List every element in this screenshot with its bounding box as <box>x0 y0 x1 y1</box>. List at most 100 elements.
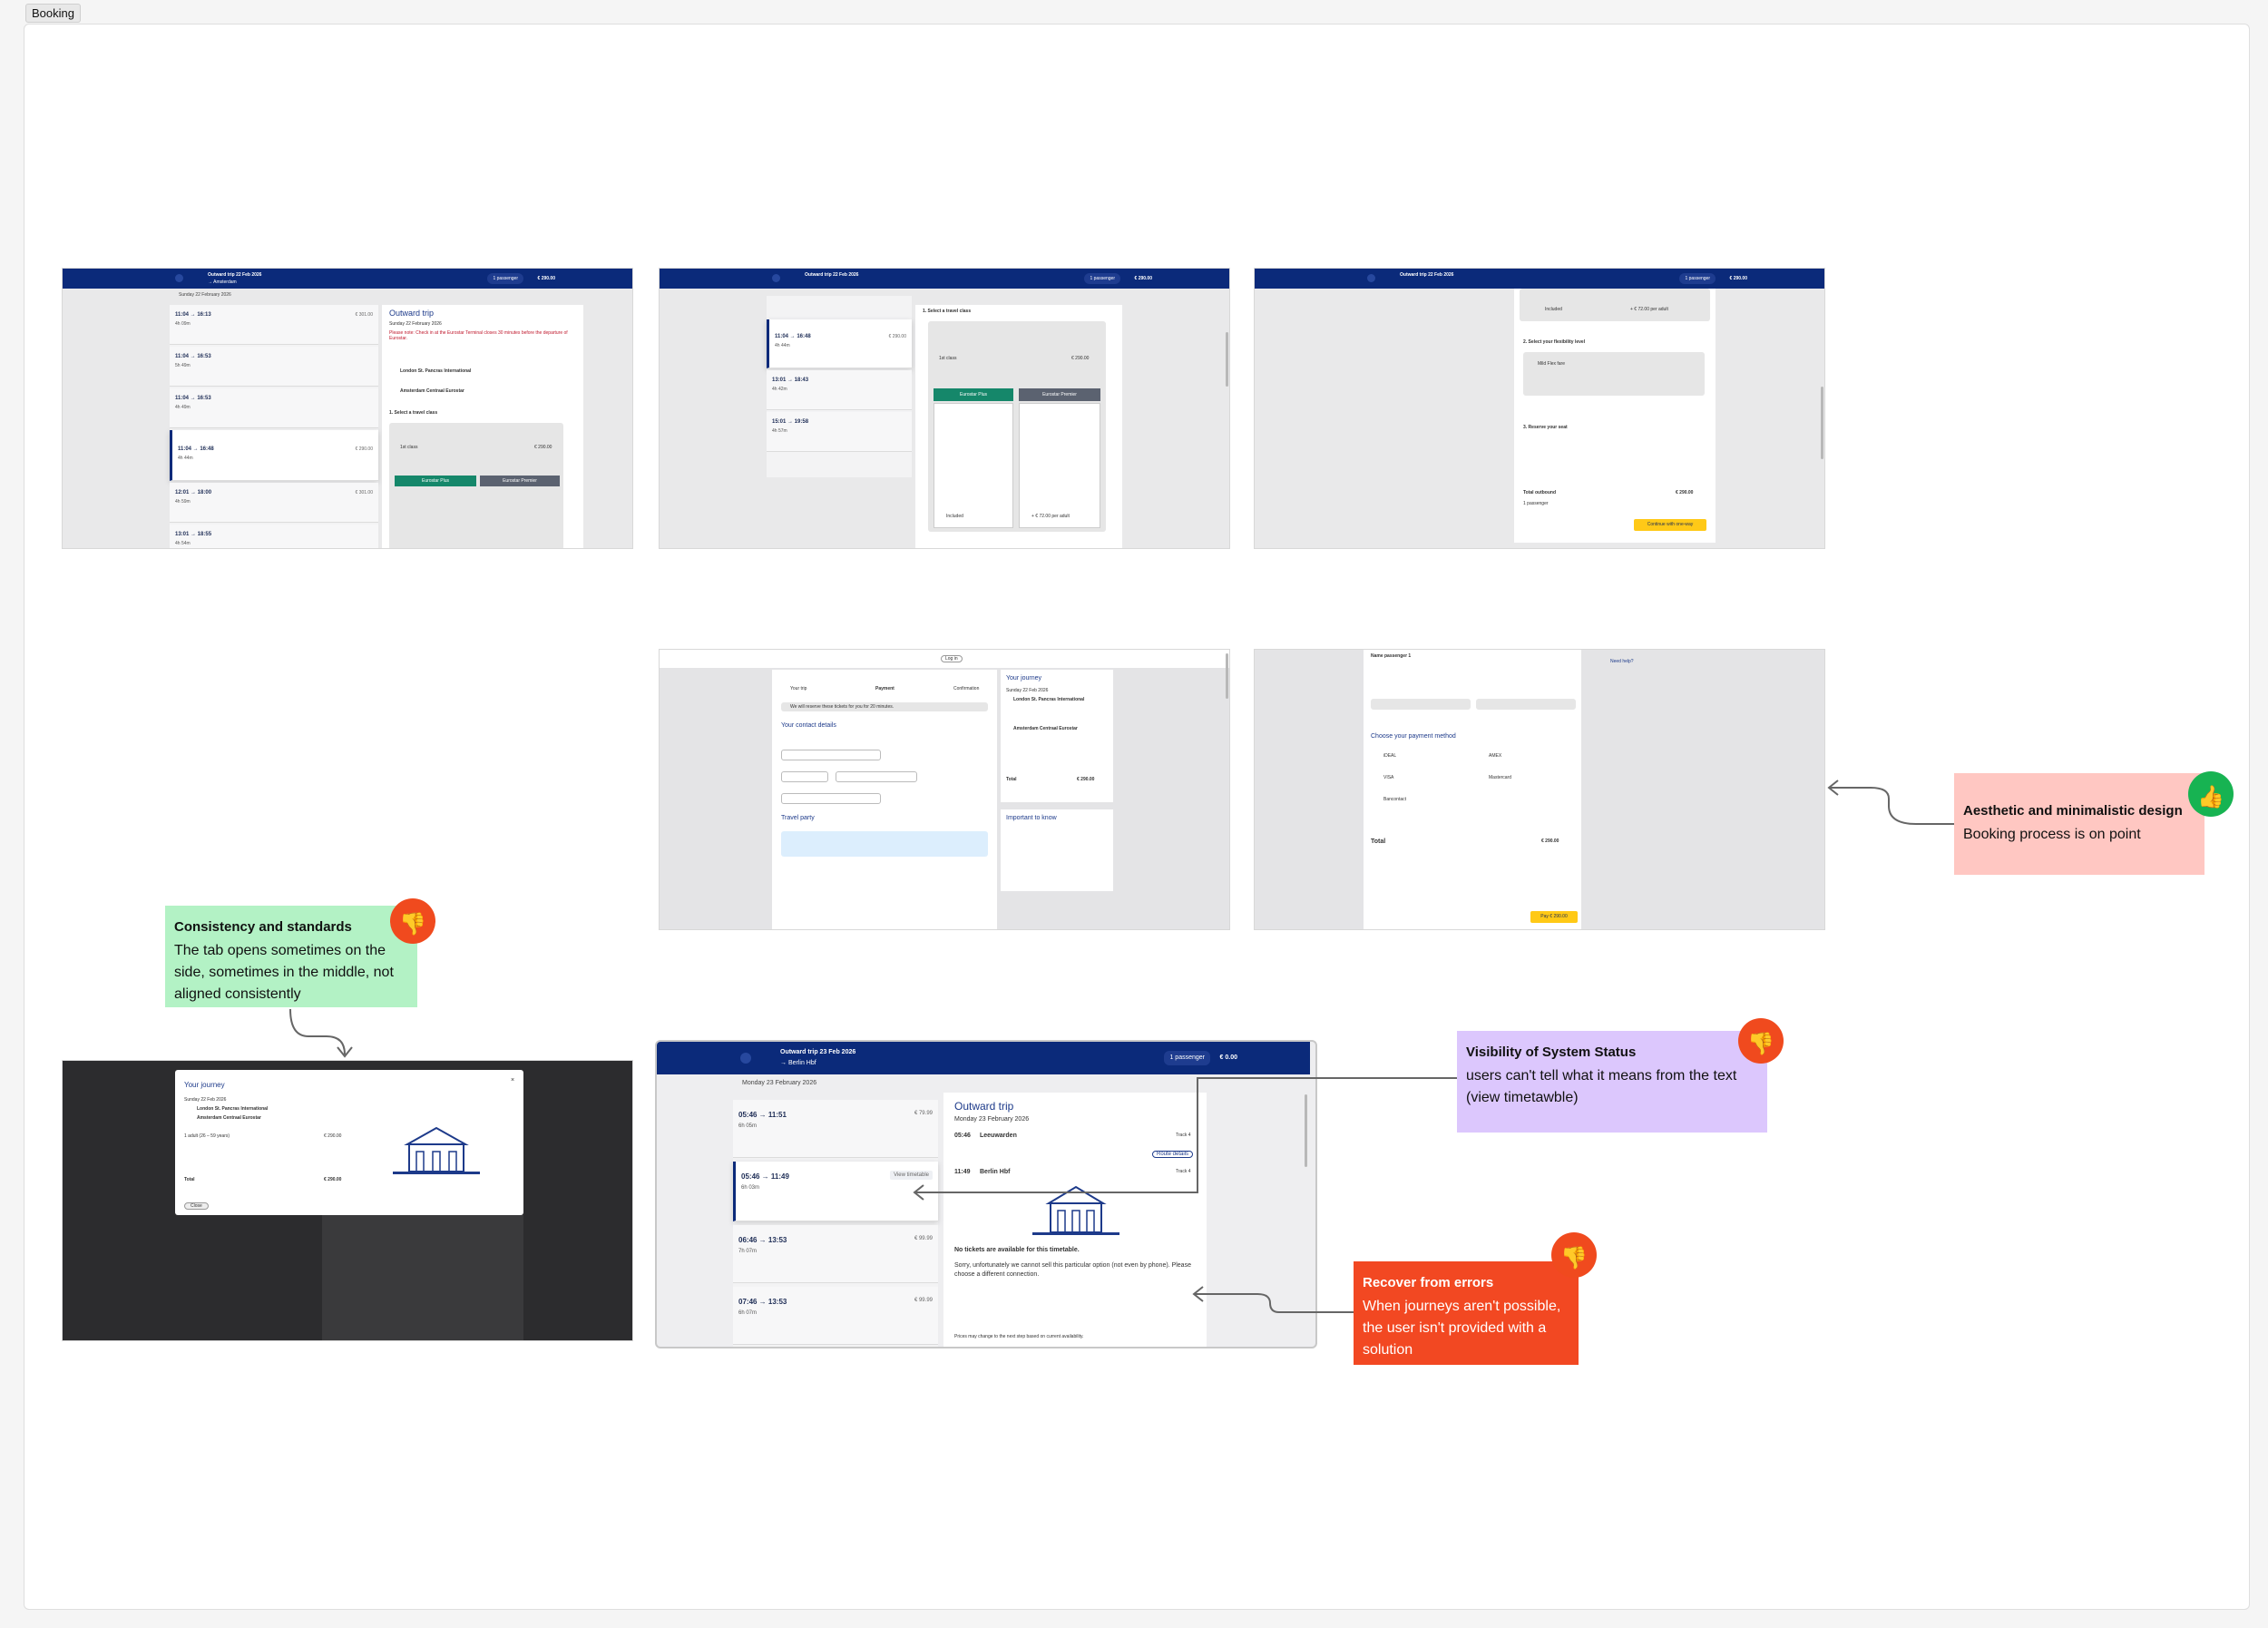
eurostar-plus-tab[interactable]: Eurostar Plus <box>395 476 476 486</box>
note-visibility-status[interactable]: Visibility of System Status users can't … <box>1457 1031 1767 1133</box>
journey-summary: Your journey Sunday 22 Feb 2026 London S… <box>1001 670 1113 802</box>
close-button[interactable]: Close <box>184 1202 209 1210</box>
last-name-input[interactable] <box>1476 699 1576 710</box>
email-input[interactable] <box>781 793 881 804</box>
thumbs-down-icon: 👎 <box>390 898 435 944</box>
back-icon[interactable] <box>772 274 780 282</box>
travel-party-title: Travel party <box>781 815 815 821</box>
reserve-banner <box>781 702 988 711</box>
to-station: Amsterdam Centraal Eurostar <box>197 1115 261 1121</box>
trip-detail-panel: Outward trip Monday 23 February 2026 05:… <box>943 1093 1207 1347</box>
departure-time: 05:46 <box>954 1133 971 1139</box>
note-title: Aesthetic and minimalistic design <box>1963 803 2183 819</box>
premier-card[interactable] <box>1019 403 1100 528</box>
adult-label: 1 adult (26 – 59 years) <box>184 1133 230 1139</box>
last-name-input[interactable] <box>836 771 917 782</box>
header-title: Outward trip 23 Feb 2026 <box>780 1049 856 1055</box>
scrollbar[interactable] <box>1226 653 1228 699</box>
section-title: 1. Select a travel class <box>389 410 438 416</box>
included-label: Included <box>946 514 963 519</box>
total-value: € 290.00 <box>1077 777 1095 782</box>
view-timetable-button[interactable]: View timetable <box>890 1171 933 1180</box>
passengers-pill[interactable]: 1 passenger <box>1084 273 1120 284</box>
modal-total-value: € 290.00 <box>324 1177 342 1182</box>
prefix-input[interactable] <box>781 771 828 782</box>
date-label: Sunday 22 February 2026 <box>179 292 231 298</box>
note-recover-errors[interactable]: Recover from errors When journeys aren't… <box>1354 1261 1579 1365</box>
first-name-input[interactable] <box>781 750 881 760</box>
header-price: € 290.00 <box>537 276 555 281</box>
back-icon[interactable] <box>175 274 183 282</box>
screenshot-contact-details: Log in Your trip Payment Confirmation We… <box>659 649 1230 930</box>
class-box <box>1520 289 1710 321</box>
class-option[interactable]: 1st class <box>400 445 418 450</box>
payment-amex[interactable]: AMEX <box>1489 753 1502 759</box>
login-button[interactable]: Log in <box>941 655 963 662</box>
plus-card[interactable] <box>934 403 1013 528</box>
departure-station: Leeuwarden <box>980 1133 1017 1139</box>
payment-mastercard[interactable]: Mastercard <box>1489 775 1512 780</box>
scrollbar[interactable] <box>1305 1094 1307 1167</box>
included-label: Included <box>1545 307 1562 312</box>
passengers-pill[interactable]: 1 passenger <box>1164 1051 1210 1065</box>
payment-ideal[interactable]: iDEAL <box>1383 753 1397 759</box>
header-subtitle: → Berlin Hbf <box>780 1060 816 1066</box>
app-header: Outward trip 22 Feb 2026 1 passenger € 2… <box>660 269 1229 289</box>
screenshot-class-options: Outward trip 22 Feb 2026 1 passenger € 2… <box>659 268 1230 549</box>
important-title: Important to know <box>1006 815 1057 821</box>
pay-button[interactable]: Pay € 290.00 <box>1530 911 1578 923</box>
passengers-pill[interactable]: 1 passenger <box>487 273 523 284</box>
payment-bancontact[interactable]: Bancontact <box>1383 797 1407 802</box>
reserve-text: We will reserve these tickets for you fo… <box>790 704 894 710</box>
first-name-input[interactable] <box>1371 699 1471 710</box>
flex-box[interactable] <box>1523 352 1705 396</box>
header-title: Outward trip 22 Feb 2026 <box>805 272 859 278</box>
continue-button[interactable]: Continue with one-way <box>1634 519 1706 531</box>
eurostar-plus-tab[interactable]: Eurostar Plus <box>934 388 1013 401</box>
from-station: London St. Pancras International <box>197 1106 269 1112</box>
need-help-label: Need help? <box>1610 659 1634 664</box>
date-label: Monday 23 February 2026 <box>742 1080 817 1086</box>
screenshot-no-tickets: Outward trip 23 Feb 2026 → Berlin Hbf 1 … <box>655 1040 1317 1348</box>
passengers-pill[interactable]: 1 passenger <box>1679 273 1716 284</box>
note-aesthetic-minimalistic[interactable]: Aesthetic and minimalistic design Bookin… <box>1954 773 2204 875</box>
to-station: Amsterdam Centraal Eurostar <box>1013 726 1078 731</box>
payment-visa[interactable]: VISA <box>1383 775 1394 780</box>
eurostar-premier-tab[interactable]: Eurostar Premier <box>480 476 560 486</box>
scrollbar[interactable] <box>1226 332 1228 387</box>
back-icon[interactable] <box>1367 274 1375 282</box>
close-icon[interactable]: × <box>511 1077 515 1084</box>
prices-note: Prices may change to the next step based… <box>954 1334 1084 1339</box>
section-title: 1. Select a travel class <box>923 309 972 314</box>
frame-label[interactable]: Booking <box>25 4 81 23</box>
note-consistency-standards[interactable]: Consistency and standards The tab opens … <box>165 906 417 1007</box>
payment-title: Choose your payment method <box>1371 733 1456 740</box>
eurostar-premier-tab[interactable]: Eurostar Premier <box>1019 388 1100 401</box>
header-price: € 290.00 <box>1729 276 1747 281</box>
thumbs-down-icon: 👎 <box>1551 1232 1597 1278</box>
note-body: Booking process is on point <box>1963 827 2141 842</box>
route-details-button[interactable]: Route details <box>1152 1151 1194 1158</box>
scrollbar[interactable] <box>1821 387 1823 459</box>
arrival-time: 11:49 <box>954 1169 971 1175</box>
back-icon[interactable] <box>740 1053 751 1064</box>
total-value: € 290.00 <box>1541 839 1559 844</box>
departure-track: Track 4 <box>1176 1133 1191 1138</box>
class-option[interactable]: 1st class <box>939 356 957 361</box>
seat-section: 3. Reserve your seat <box>1523 425 1568 430</box>
